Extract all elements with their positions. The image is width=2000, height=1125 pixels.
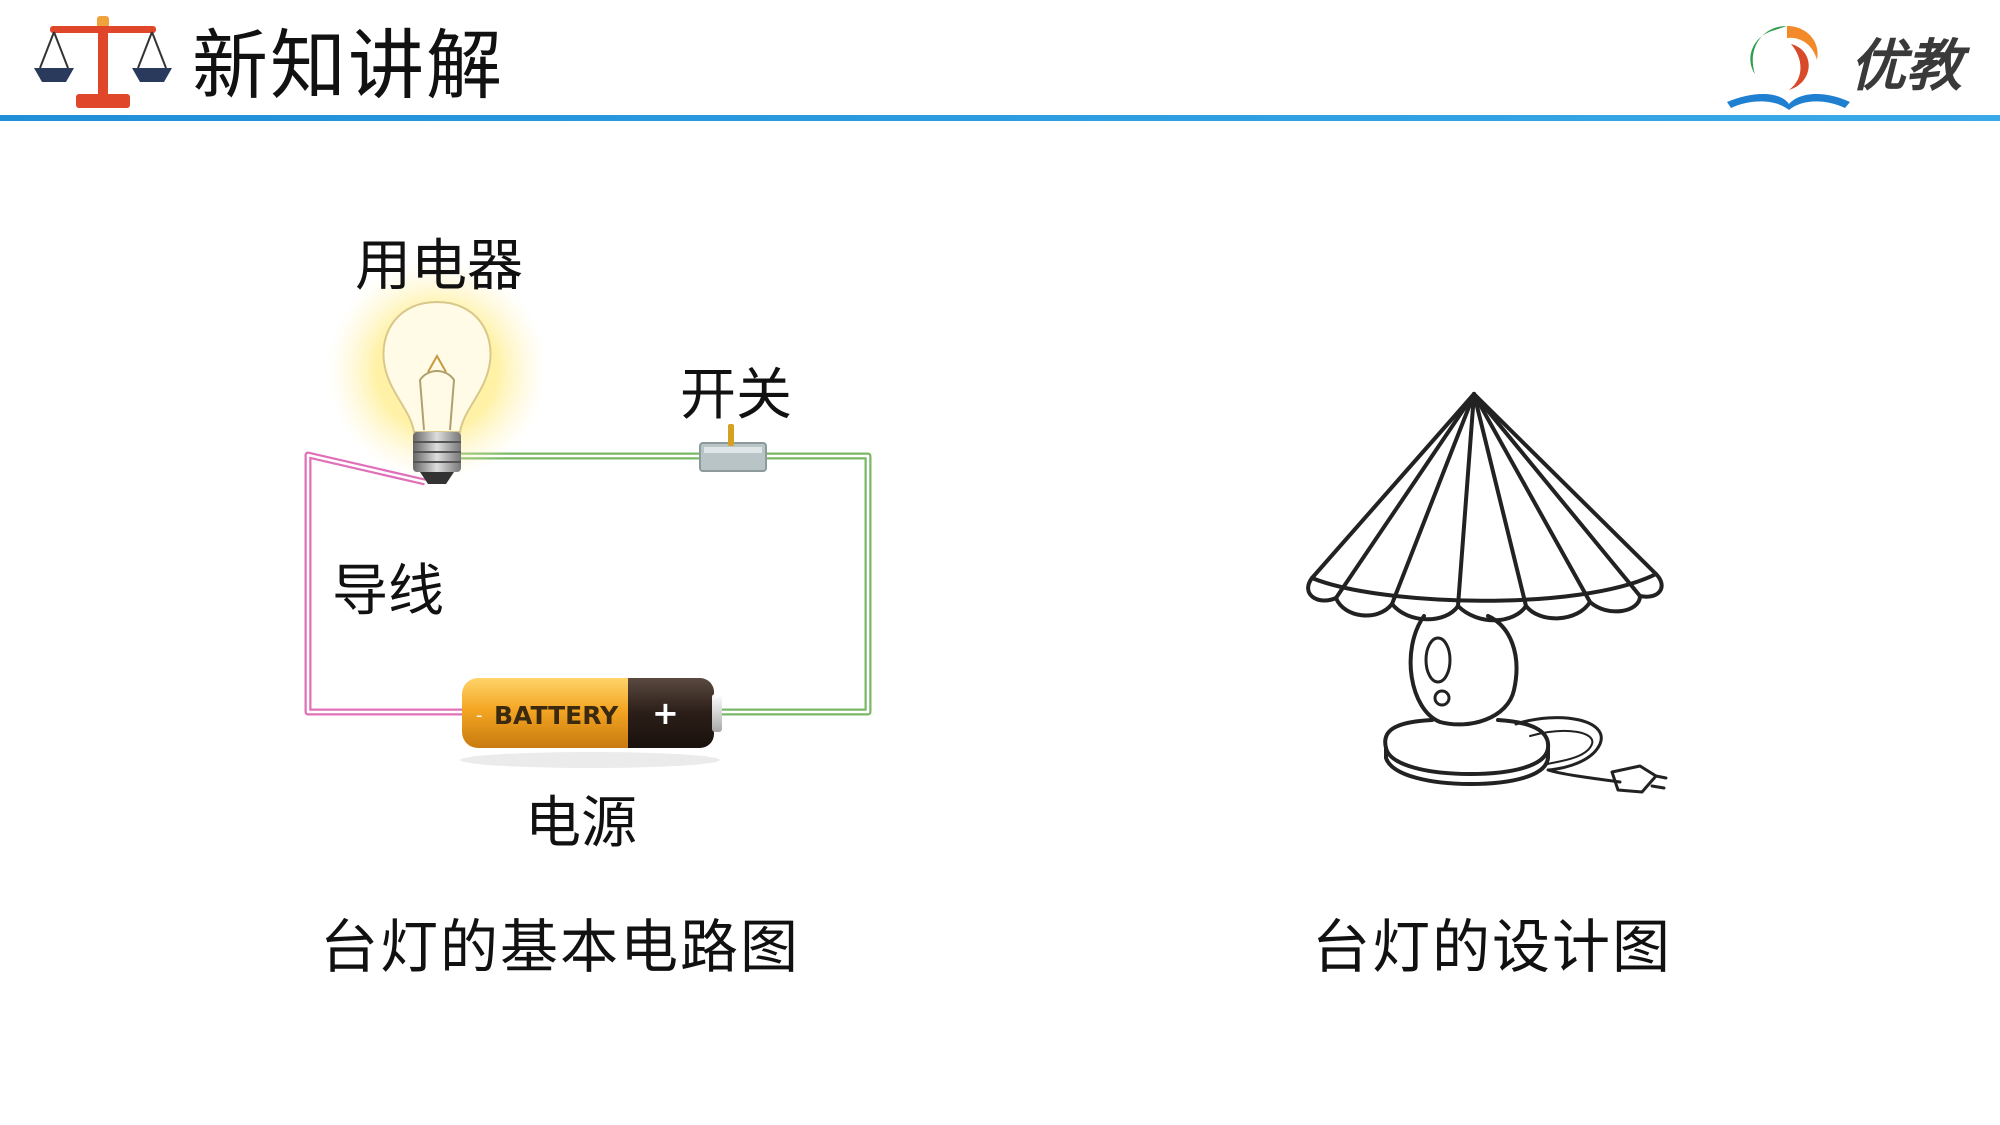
battery-icon: - BATTERY + [460, 678, 722, 768]
lamp-caption: 台灯的设计图 [1312, 913, 1673, 981]
balance-scale-icon [34, 16, 172, 108]
wire-right [458, 452, 872, 716]
battery-plus: + [652, 694, 679, 732]
light-bulb-icon [327, 260, 547, 484]
table-lamp-drawing [1306, 392, 1668, 794]
power-source-label: 电源 [525, 791, 637, 856]
battery-label: BATTERY [494, 701, 619, 730]
header: 新知讲解 优教 [0, 0, 2000, 125]
brand-name: 优教 [1850, 34, 1962, 99]
appliance-label: 用电器 [355, 234, 523, 299]
wire-left [304, 451, 462, 716]
circuit-caption: 台灯的基本电路图 [320, 913, 801, 981]
header-divider [0, 115, 2000, 121]
switch-label: 开关 [680, 363, 792, 428]
youjiao-logo-icon [1727, 26, 1850, 110]
wire-label: 导线 [332, 559, 444, 624]
battery-minus: - [476, 705, 483, 726]
switch-icon [699, 424, 767, 472]
page-title: 新知讲解 [192, 21, 504, 110]
